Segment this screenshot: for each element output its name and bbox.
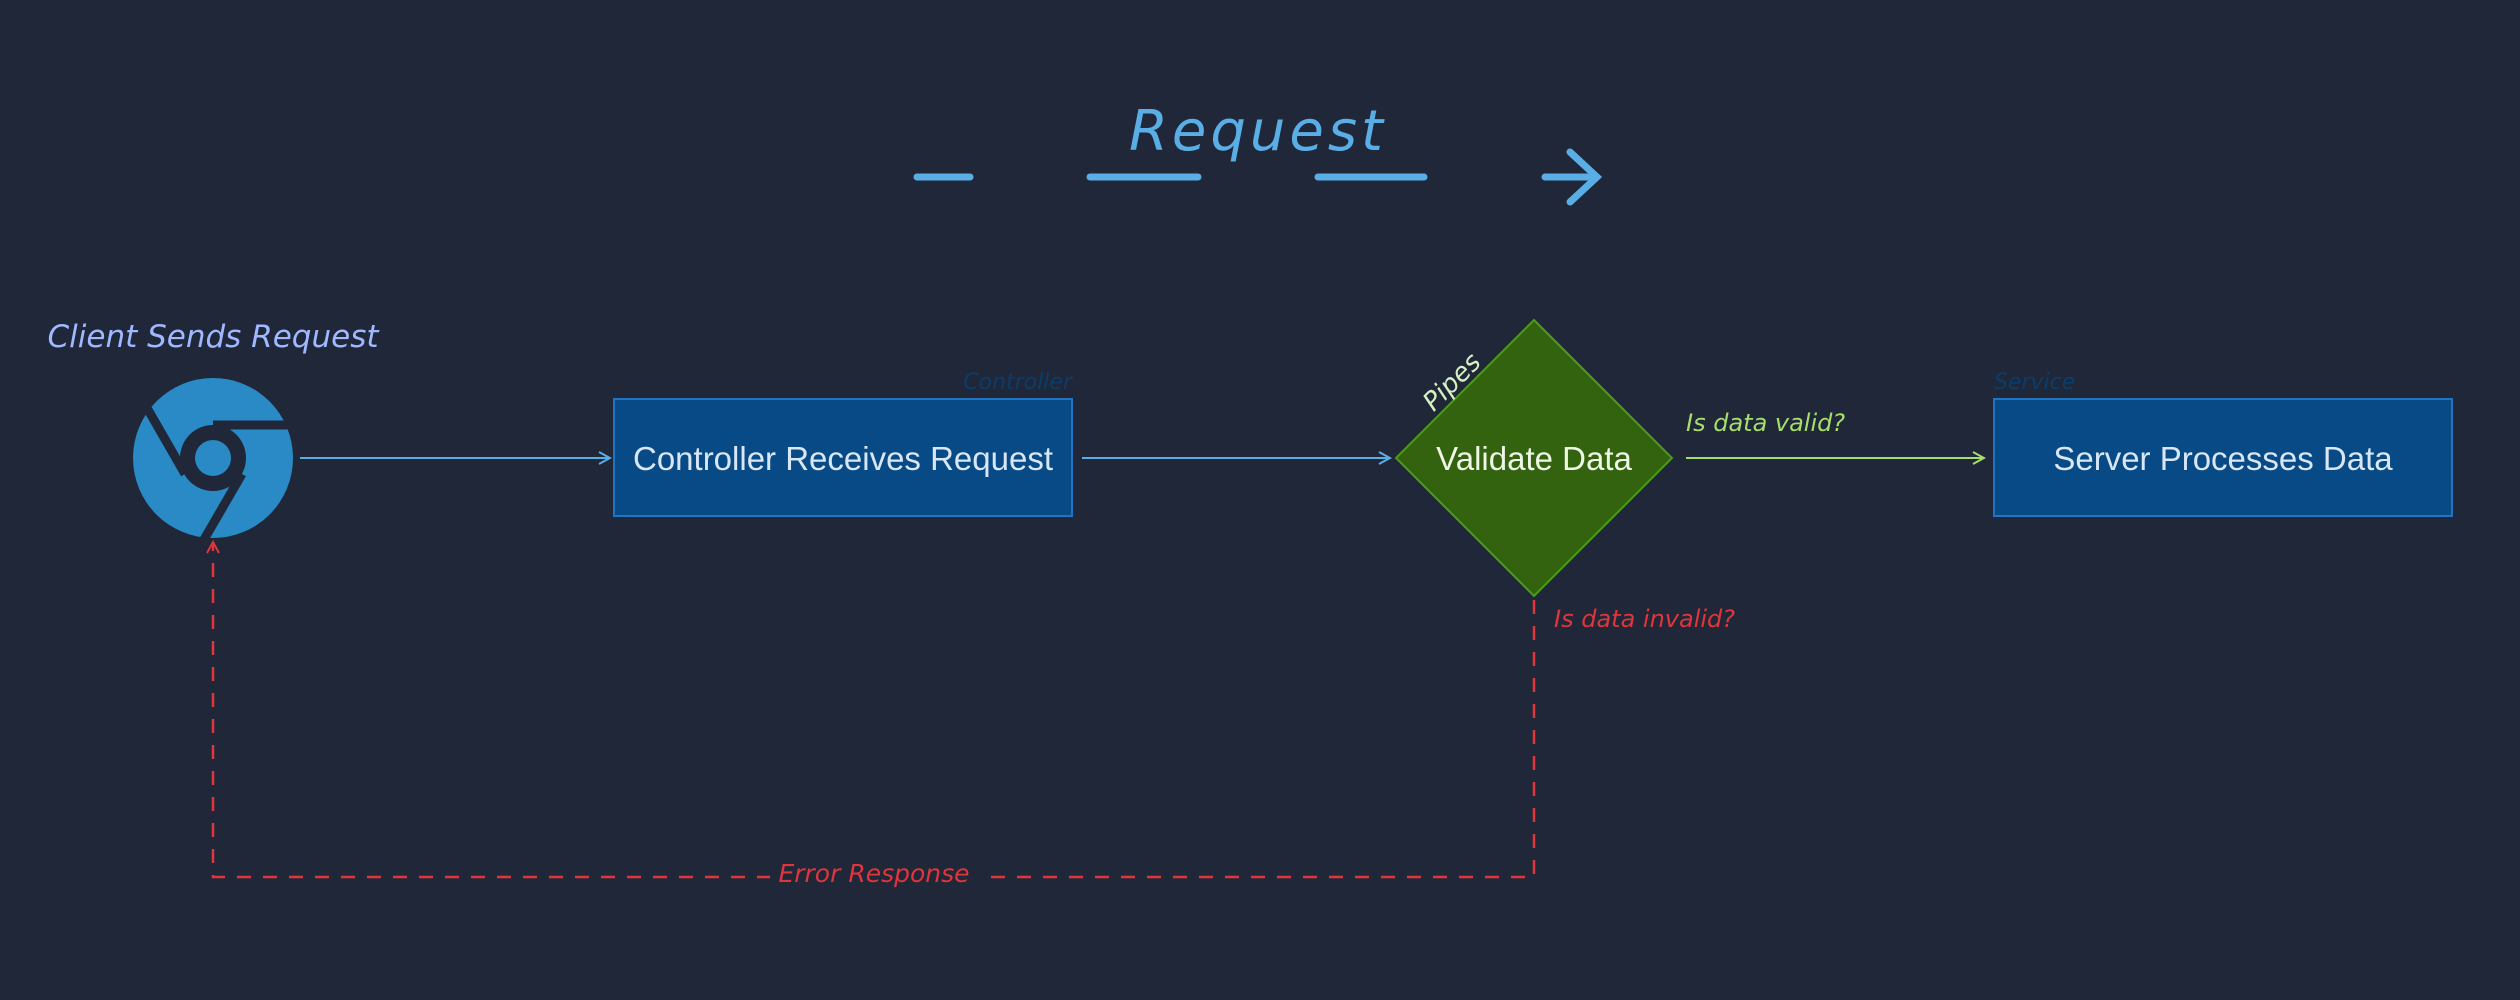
server-box (1993, 398, 2453, 517)
error-label-gap (770, 858, 980, 896)
controller-label: Controller Receives Request (633, 440, 1053, 477)
server-label: Server Processes Data (2053, 440, 2393, 477)
error-edge-label: Error Response (778, 859, 969, 888)
server-tag: Service (1994, 370, 2075, 395)
validate-label: Validate Data (1436, 440, 1632, 477)
invalid-edge-label: Is data invalid? (1554, 605, 1735, 633)
diagram-title: Request (1129, 99, 1387, 164)
chrome-browser-icon (133, 378, 293, 546)
edge-error-response (213, 542, 1536, 879)
controller-box (613, 398, 1073, 517)
valid-edge-label: Is data valid? (1686, 409, 1845, 437)
title-dashed-arrow (913, 148, 1603, 206)
client-label: Client Sends Request (48, 319, 381, 355)
validate-diamond (1394, 318, 1674, 598)
controller-tag: Controller (963, 370, 1074, 395)
